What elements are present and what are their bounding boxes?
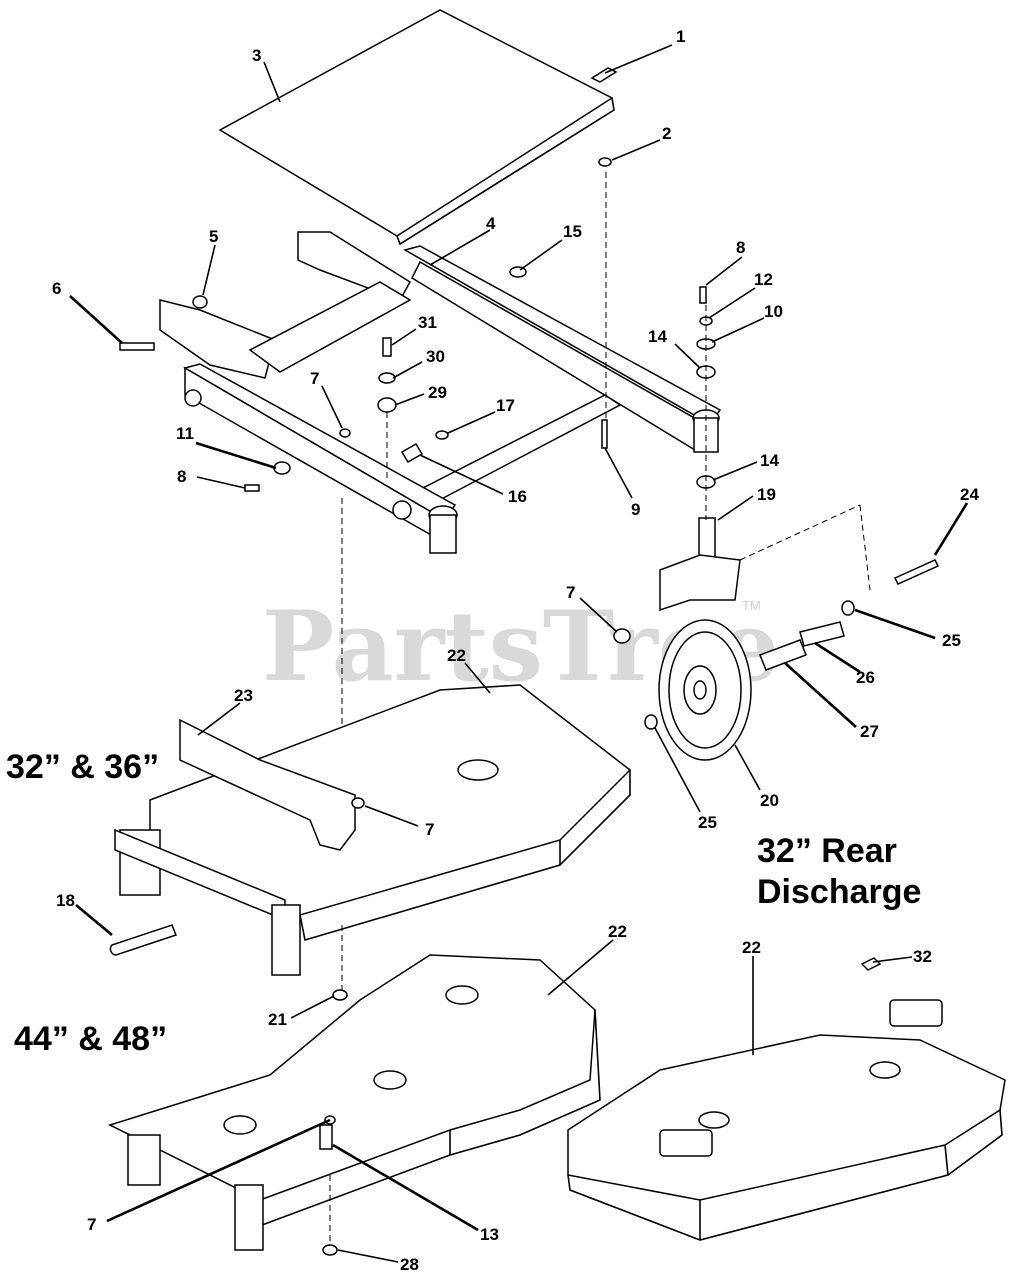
label-44-48: 44” & 48” [14,1020,167,1058]
callout-29: 29 [428,383,447,402]
callout-14a: 14 [648,327,667,346]
bolt-part-31 [382,337,392,357]
callouts: 1 2 3 4 5 6 15 8 12 10 14 31 30 7 29 17 … [52,27,979,1274]
label-rear-discharge-2: Discharge [757,873,921,911]
nut-part-7a [339,428,351,438]
callout-32: 32 [913,947,932,966]
bolt-part-28 [322,1244,338,1256]
subframe [159,231,722,554]
callout-8b: 8 [177,467,186,486]
callout-21: 21 [268,1010,287,1029]
callout-28: 28 [400,1255,419,1274]
wheel [658,619,752,761]
clip-part-16 [400,442,424,464]
watermark-trademark: TM [742,598,761,613]
deck-rear-discharge [567,999,1006,1241]
washer-part-30 [378,372,396,384]
callout-17: 17 [496,396,515,415]
callout-24: 24 [960,485,979,504]
deck-32-36 [114,684,632,976]
hitch-bracket [179,718,356,851]
callout-4: 4 [486,214,496,233]
bolt-part-9 [601,419,608,449]
callout-2: 2 [662,124,671,143]
callout-6: 6 [52,279,61,298]
nut-part-17 [435,430,449,440]
axle-bushing [799,621,845,647]
nut-part-7b [613,628,631,644]
bushing-part-29 [377,397,397,413]
callout-27: 27 [860,722,879,741]
bolt-head-15 [509,266,527,278]
callout-22a: 22 [447,646,466,665]
nut-part [598,157,612,167]
callout-8a: 8 [736,238,745,257]
callout-13: 13 [480,1225,499,1244]
callout-20: 20 [760,791,779,810]
callout-22c: 22 [742,938,761,957]
callout-25a: 25 [942,631,961,650]
caster-fork [659,517,741,612]
bolt-part-6 [119,342,155,351]
callout-25b: 25 [698,813,717,832]
callout-14b: 14 [760,451,779,470]
spacer-part-11 [273,461,291,475]
cover-plate [218,9,615,246]
deck-44-48 [108,954,601,1251]
callout-26: 26 [856,668,875,687]
callout-11: 11 [176,424,194,443]
axle-bolt [893,559,940,585]
callout-23: 23 [234,686,253,705]
callout-12: 12 [754,270,773,289]
bracket-part-13 [319,1124,333,1150]
callout-30: 30 [426,347,445,366]
callout-15: 15 [563,222,582,241]
callout-3: 3 [252,46,261,65]
bolt-part-21 [332,989,348,1001]
callout-22b: 22 [608,922,627,941]
label-32-36: 32” & 36” [6,748,159,786]
callout-1: 1 [676,27,685,46]
nut-part-5 [192,295,208,309]
callout-7b: 7 [566,583,575,602]
leader-lines [69,44,969,1263]
axle-cap-2 [644,714,658,730]
callout-10: 10 [764,302,783,321]
hitch-pin [109,924,177,956]
callout-16: 16 [508,487,527,506]
callout-5: 5 [209,227,218,246]
callout-31: 31 [418,313,437,332]
callout-7d: 7 [87,1215,96,1234]
nut-part-7c [351,797,365,809]
callout-19: 19 [757,485,776,504]
callout-18: 18 [56,891,75,910]
bolt-part-8 [244,484,260,492]
spacer-tube [759,639,807,671]
callout-7a: 7 [310,369,319,388]
clip-part-32 [860,957,882,971]
callout-9: 9 [631,500,640,519]
label-rear-discharge-1: 32” Rear [757,832,897,870]
pin-part [699,286,707,304]
axle-cap [841,600,855,616]
callout-7c: 7 [425,820,434,839]
